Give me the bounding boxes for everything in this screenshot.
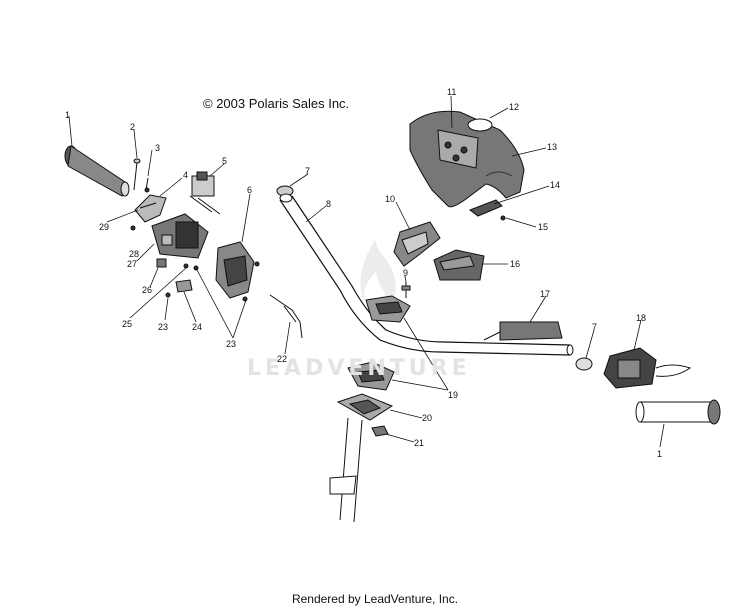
callout-27: 27 [127, 259, 138, 269]
throttle-cable [269, 294, 303, 339]
callout-7-top: 7 [305, 166, 311, 176]
callout-24: 24 [192, 322, 203, 332]
bar-clamp-upper [365, 295, 411, 323]
nut-part-21 [371, 425, 389, 437]
callout-22: 22 [277, 354, 288, 364]
handlebar [279, 193, 574, 356]
callout-21: 21 [414, 438, 425, 448]
bar-end-plug-right [575, 357, 593, 371]
callout-4: 4 [183, 170, 189, 180]
callout-15: 15 [538, 222, 549, 232]
callout-28: 28 [129, 249, 140, 259]
watermark-logo [360, 240, 396, 310]
callout-3: 3 [155, 143, 161, 153]
bar-clamp-lower [347, 361, 395, 391]
callout-23-b: 23 [158, 322, 169, 332]
callout-5: 5 [222, 156, 228, 166]
riser-plate [336, 393, 394, 421]
callout-6: 6 [247, 185, 253, 195]
bolt-part-3 [144, 177, 150, 193]
leader-lines [68, 95, 665, 448]
callout-19: 19 [448, 390, 459, 400]
bolt-part-2 [133, 158, 141, 191]
callout-26: 26 [142, 285, 153, 295]
callout-23-a: 23 [226, 339, 237, 349]
callout-25: 25 [122, 319, 133, 329]
callout-11: 11 [447, 87, 457, 97]
callout-18: 18 [636, 313, 647, 323]
callout-17: 17 [540, 289, 551, 299]
switch-housing-right [603, 347, 692, 389]
callout-13: 13 [547, 142, 558, 152]
heated-grip [483, 321, 563, 341]
callout-1-right: 1 [657, 449, 663, 459]
copyright-notice: © 2003 Polaris Sales Inc. [203, 96, 350, 111]
switch-part-5 [189, 171, 221, 215]
housing-part-6 [215, 241, 260, 302]
left-grip [64, 145, 130, 197]
callout-1-left: 1 [65, 110, 71, 120]
watermark-text: LEADVENTURE [247, 356, 471, 381]
handlebar-pod [409, 110, 525, 208]
callout-29: 29 [99, 222, 110, 232]
bracket-part-14 [468, 199, 506, 221]
callout-2: 2 [130, 122, 136, 132]
callout-8: 8 [326, 199, 332, 209]
lens-part-12 [467, 118, 493, 132]
callout-9: 9 [403, 268, 409, 278]
small-fasteners [130, 225, 199, 298]
throttle-housing [151, 213, 209, 259]
bolt-part-9 [401, 282, 411, 298]
steering-post [329, 417, 363, 523]
callout-10: 10 [385, 194, 396, 204]
callout-14: 14 [550, 180, 561, 190]
cover-part-10 [393, 221, 441, 267]
cover-part-16 [433, 249, 485, 281]
footer-credit: Rendered by LeadVenture, Inc. [291, 592, 459, 606]
callout-12: 12 [509, 102, 520, 112]
right-grip [635, 399, 721, 425]
callout-20: 20 [422, 413, 433, 423]
throttle-lever [134, 194, 167, 223]
callout-7-right: 7 [592, 322, 598, 332]
callout-16: 16 [510, 259, 521, 269]
